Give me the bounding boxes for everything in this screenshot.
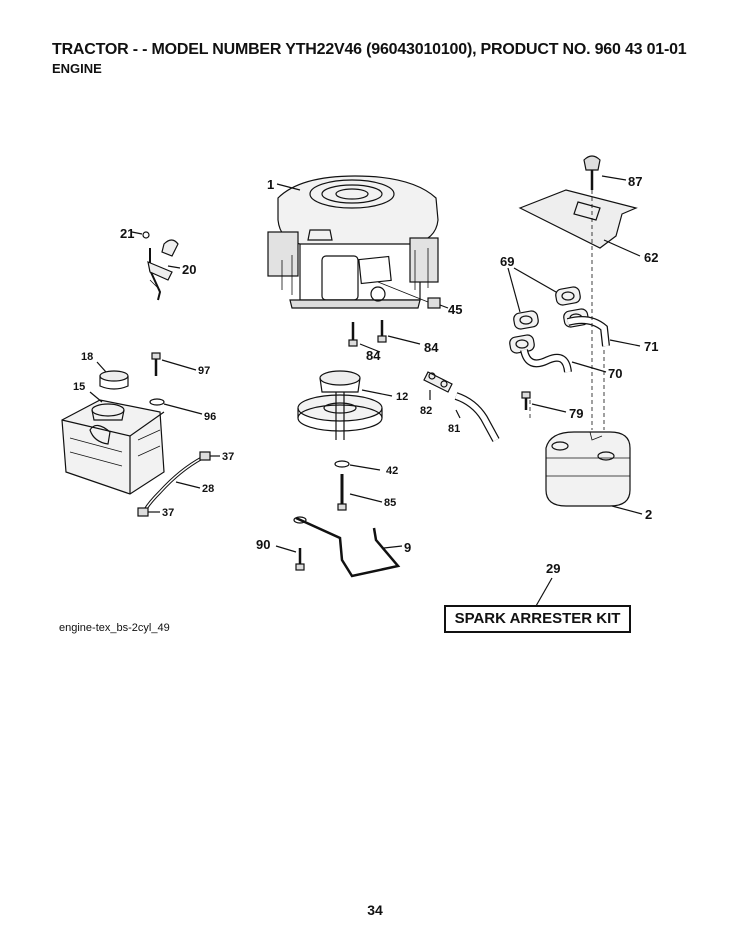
heat-shield-62 [518,189,638,249]
fitting-82 [423,371,453,393]
callout-15: 15 [73,381,85,393]
spark-arrester-kit-label: SPARK ARRESTER KIT [444,605,631,633]
callout-20: 20 [182,262,196,277]
washer-96 [149,398,165,406]
callout-81: 81 [448,423,460,435]
rod-9 [295,516,401,578]
callout-70: 70 [608,366,622,381]
section-subtitle: ENGINE [52,61,102,76]
bolt-79 [521,391,531,410]
callout-85: 85 [384,497,396,509]
fuel-tank-15 [61,399,165,495]
callout-1: 1 [267,177,274,192]
callout-21: 21 [120,226,134,241]
bolt-97 [151,352,161,376]
callout-12: 12 [396,391,408,403]
callout-2: 2 [645,507,652,522]
leader-line-29 [535,577,553,607]
clamp-37-top [199,451,211,461]
fuel-cap-18 [99,370,129,390]
callout-45: 45 [448,302,462,317]
callout-42: 42 [386,465,398,477]
nut-45 [427,297,441,309]
callout-97: 97 [198,365,210,377]
callout-90: 90 [256,537,270,552]
callout-37-bottom: 37 [162,507,174,519]
callout-96: 96 [204,411,216,423]
callout-84-right: 84 [424,340,439,355]
figure-reference: engine-tex_bs-2cyl_49 [59,622,170,634]
callout-69: 69 [500,254,514,269]
callout-87: 87 [628,174,642,189]
muffler-2 [545,431,631,507]
callout-62: 62 [644,250,658,265]
callout-18: 18 [81,351,93,363]
callout-28: 28 [202,483,214,495]
callout-9: 9 [404,540,411,555]
callout-71: 71 [644,339,658,354]
knob-87 [583,155,601,190]
pulley-12 [297,370,383,440]
leader-line-1 [276,183,301,191]
page-number: 34 [367,902,383,918]
callout-79: 79 [569,406,583,421]
bolt-84-left [348,322,358,347]
callout-84-left: 84 [366,348,381,363]
callout-82: 82 [420,405,432,417]
page-title: TRACTOR - - MODEL NUMBER YTH22V46 (96043… [52,41,687,58]
bolt-85 [337,474,347,511]
engine-part [267,175,439,309]
screw-21 [142,231,150,239]
bolt-90 [295,548,305,571]
callout-29: 29 [546,561,560,576]
dipstick-tube-20 [147,239,179,301]
washer-42 [334,460,350,468]
bolt-84-right [377,320,387,343]
callout-37-top: 37 [222,451,234,463]
clamp-37-bottom [137,507,149,517]
